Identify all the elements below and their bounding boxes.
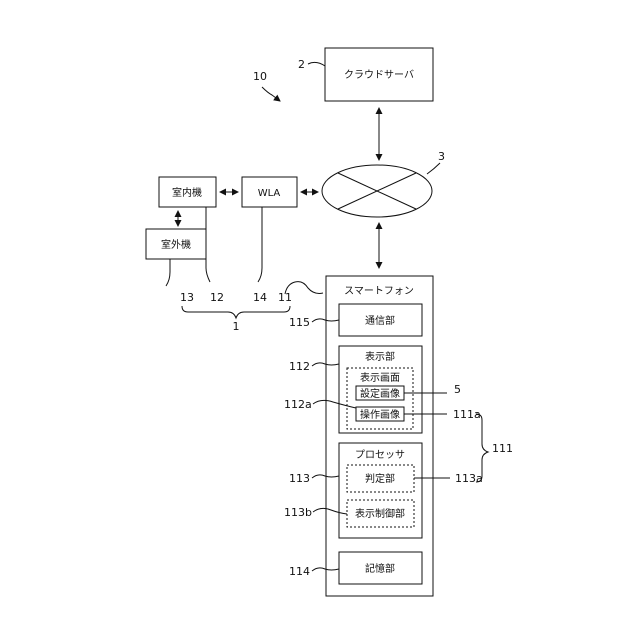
ref-113b: 113b — [284, 506, 312, 519]
ref-13: 13 — [180, 291, 194, 304]
ref-112a: 112a — [284, 398, 312, 411]
ref-11: 11 — [278, 291, 292, 304]
processor-label: プロセッサ — [355, 449, 405, 461]
leader-system-10 — [262, 87, 280, 101]
display-screen-label: 表示画面 — [360, 371, 400, 384]
leader-12 — [206, 207, 210, 282]
communication-unit-label: 通信部 — [365, 314, 395, 327]
smartphone-label: スマートフォン — [344, 286, 414, 297]
ref-network: 3 — [438, 150, 445, 163]
leader-network — [427, 163, 440, 174]
ref-display-screen: 5 — [454, 383, 461, 396]
ref-112: 112 — [289, 360, 310, 373]
ref-113: 113 — [289, 472, 310, 485]
brace-air-conditioner — [182, 306, 290, 318]
leader-14 — [258, 207, 262, 282]
cloud-server-label: クラウドサーバ — [344, 69, 414, 81]
leader-cloud-server — [308, 62, 325, 66]
ref-air-conditioner: 1 — [233, 320, 240, 333]
indoor-unit-label: 室内機 — [172, 186, 202, 199]
ref-14: 14 — [253, 291, 267, 304]
ref-113a: 113a — [455, 472, 483, 485]
leader-13 — [166, 259, 170, 286]
outdoor-unit-label: 室外機 — [161, 238, 191, 251]
ref-115: 115 — [289, 316, 310, 329]
display-unit-label: 表示部 — [365, 350, 395, 363]
wla-label: WLA — [258, 188, 281, 199]
storage-unit-label: 記憶部 — [365, 562, 395, 575]
ref-cloud-server: 2 — [298, 58, 305, 71]
judgment-unit-label: 判定部 — [365, 472, 395, 485]
ref-system-10: 10 — [253, 70, 267, 83]
ref-111: 111 — [492, 442, 513, 455]
ref-114: 114 — [289, 565, 310, 578]
settings-image-label: 設定画像 — [360, 387, 400, 400]
operation-image-label: 操作画像 — [360, 408, 400, 421]
ref-12: 12 — [210, 291, 224, 304]
display-control-unit-label: 表示制御部 — [355, 507, 405, 520]
